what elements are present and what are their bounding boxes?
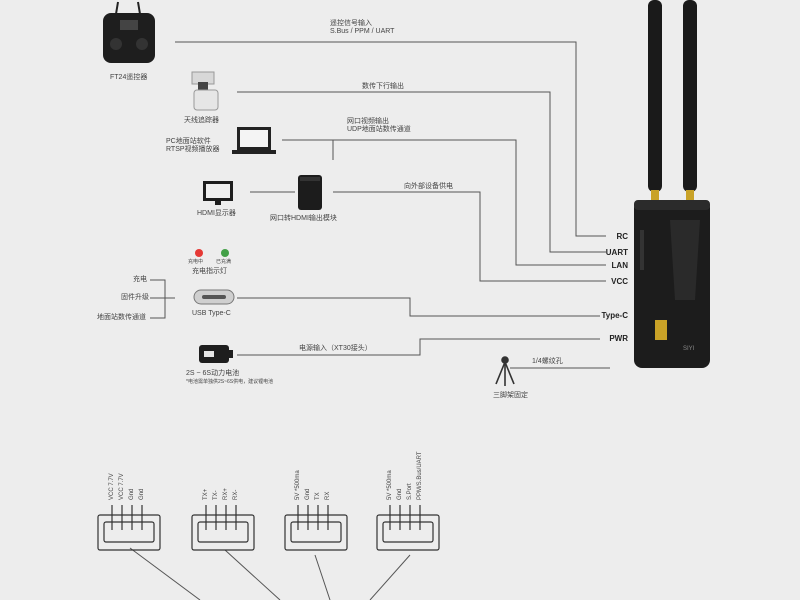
- rc-wire-label: 遥控信号输入 S.Bus / PPM / UART: [330, 20, 395, 36]
- port-vcc: VCC: [611, 277, 628, 286]
- connector-2: [191, 505, 255, 551]
- connector-4: [376, 505, 440, 551]
- connector-1-pin-1: VCC 7.7V: [109, 473, 115, 500]
- usb-function-charge: 充电: [133, 276, 147, 283]
- indicator-green-label: 已充满: [216, 259, 232, 265]
- connector-2-pin-3: RX+: [223, 488, 229, 500]
- connector-1-pin-3: Gnd: [129, 488, 135, 500]
- pwr-wire-label: 电源输入（XT30接头）: [299, 345, 372, 352]
- mount-wire-label: 1/4螺纹孔: [532, 358, 563, 365]
- conn-lead-4: [369, 554, 411, 600]
- usb-bracket: [150, 279, 175, 319]
- uart-wire: [237, 91, 606, 253]
- conn-lead-3: [314, 554, 331, 600]
- usb-function-firmware: 固件升级: [121, 294, 149, 301]
- hdmi-monitor-label: HDMI显示器: [197, 210, 236, 217]
- connector-3-pin-3: TX: [315, 492, 321, 500]
- connector-3-pin-1: 5V *500ma: [295, 470, 301, 500]
- connector-4-pin-3: S.Port: [407, 483, 413, 500]
- lan-pc-wire: [282, 139, 606, 266]
- tripod-label: 三脚架固定: [493, 392, 528, 399]
- laptop-device: [232, 127, 276, 154]
- connector-3: [284, 505, 348, 551]
- usb-function-datalink: 地面站数传通道: [97, 314, 146, 321]
- tracker-label: 天线追踪器: [184, 117, 219, 124]
- conn-lead-2: [224, 549, 281, 600]
- tripod-device: [495, 356, 515, 386]
- pc-label: PC地面站软件 RTSP视频播放器: [166, 138, 220, 154]
- port-lan: LAN: [611, 261, 628, 270]
- connector-2-pin-1: TX+: [203, 488, 209, 500]
- uart-wire-label: 数传下行输出: [362, 83, 404, 90]
- connector-2-pin-4: RX-: [233, 489, 239, 500]
- vcc-wire-label: 向外部设备供电: [404, 183, 453, 190]
- lan-wire-label: 网口视频输出 UDP地面站数传通道: [347, 118, 411, 134]
- antenna-tracker-device: [191, 71, 219, 111]
- rc-controller-label: FT24遥控器: [110, 74, 148, 81]
- port-rc: RC: [616, 232, 628, 241]
- conn-lead-1: [129, 547, 201, 600]
- typec-wire: [237, 297, 600, 317]
- antenna-right: [683, 0, 697, 200]
- main-device: SIYI: [634, 200, 710, 368]
- connector-1: [97, 505, 161, 551]
- svg-text:SIYI: SIYI: [683, 346, 695, 352]
- connector-4-pin-1: 5V *500ma: [387, 470, 393, 500]
- antenna-left: [648, 0, 662, 200]
- pwr-wire: [237, 338, 600, 356]
- port-uart: UART: [605, 248, 628, 257]
- battery-note: *电池需单独供2S~6S供电，建议锂电池: [186, 379, 274, 385]
- battery-label: 2S ~ 6S动力电池: [186, 370, 240, 377]
- rc-controller-device: [103, 1, 155, 63]
- connector-4-pin-2: Gnd: [397, 488, 403, 500]
- vcc-wire: [333, 191, 606, 282]
- connector-2-pin-2: TX-: [213, 490, 219, 500]
- rc-wire: [175, 41, 606, 237]
- usb-c-port-device: [193, 289, 235, 305]
- connector-1-pin-4: Gnd: [139, 488, 145, 500]
- indicator-red-label: 充电中: [188, 259, 204, 265]
- port-type-c: Type-C: [601, 311, 628, 320]
- monitor-device: [203, 181, 233, 205]
- connector-1-pin-2: VCC 7.7V: [119, 473, 125, 500]
- battery-device: [199, 345, 233, 363]
- port-pwr: PWR: [609, 334, 628, 343]
- indicator-label: 充电指示灯: [192, 268, 227, 275]
- connector-3-pin-2: Gnd: [305, 488, 311, 500]
- connector-3-pin-4: RX: [325, 491, 331, 500]
- hdmi-module-label: 网口转HDMI输出模块: [270, 215, 337, 222]
- usb-c-label: USB Type-C: [192, 310, 231, 317]
- green-light: [221, 249, 229, 257]
- hdmi-module-device: [298, 175, 322, 210]
- red-light: [195, 249, 203, 257]
- connector-4-pin-4: PPM/S.Bus/UART: [417, 451, 423, 500]
